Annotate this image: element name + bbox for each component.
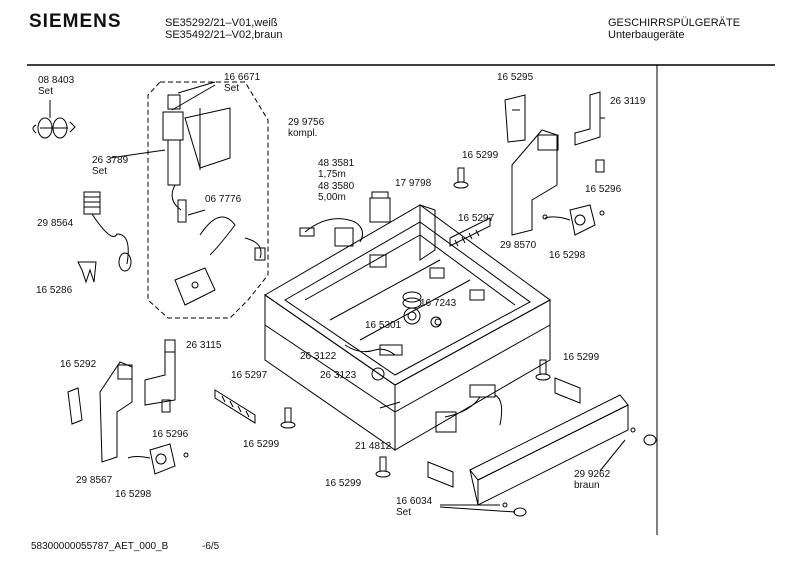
label-26-3119: 26 3119 xyxy=(610,96,646,107)
document-id: 58300000055787_AET_000_B xyxy=(31,541,169,552)
category-line-1: GESCHIRRSPÜLGERÄTE xyxy=(608,17,741,29)
label-16-5297-b: 16 5297 xyxy=(231,370,268,381)
label-29-8567: 29 8567 xyxy=(76,475,113,486)
part-16-5297-a xyxy=(449,217,491,247)
kit-outline xyxy=(147,81,269,319)
model-line-1: SE35292/21–V01,weiß xyxy=(165,17,278,29)
model-line-2: SE35492/21–V02,braun xyxy=(165,29,283,41)
part-connector-b xyxy=(427,461,454,488)
part-29-8564 xyxy=(83,191,132,272)
part-connector-a xyxy=(554,377,581,404)
label-16-5299-d: 16 5299 xyxy=(325,478,362,489)
screw-16-5299-b xyxy=(535,359,551,381)
page-number: -6/5 xyxy=(202,541,220,552)
part-16-7243 xyxy=(402,291,422,309)
label-21-4812: 21 4812 xyxy=(355,441,392,452)
screw-16-5299-d xyxy=(375,456,391,478)
brand-logo: SIEMENS xyxy=(29,11,122,32)
part-16-5286 xyxy=(77,261,97,284)
part-29-8567 xyxy=(99,361,133,463)
label-06-7776: 06 7776 xyxy=(205,194,242,205)
part-16-5298-right xyxy=(542,204,605,236)
label-17-9798: 17 9798 xyxy=(395,178,432,189)
part-16-6034 xyxy=(439,427,657,517)
part-17-9798 xyxy=(369,191,391,223)
part-16-5296-left xyxy=(161,399,171,413)
label-16-5286: 16 5286 xyxy=(36,285,73,296)
part-16-5295 xyxy=(504,94,526,143)
label-26-3115: 26 3115 xyxy=(186,340,222,351)
part-29-8570 xyxy=(511,129,559,236)
label-16-5298-right: 16 5298 xyxy=(549,250,586,261)
label-16-5298-left: 16 5298 xyxy=(115,489,152,500)
part-29-9262 xyxy=(469,394,629,506)
label-29-8570: 29 8570 xyxy=(500,240,537,251)
label-16-5299-b: 16 5299 xyxy=(563,352,600,363)
part-16-5301 xyxy=(434,318,442,326)
part-16-5292 xyxy=(67,387,83,425)
screw-16-5299-c xyxy=(280,407,296,429)
label-16-5297-a: 16 5297 xyxy=(458,213,495,224)
label-16-5299-c: 16 5299 xyxy=(243,439,280,450)
label-16-5296-right: 16 5296 xyxy=(585,184,622,195)
label-26-3123: 26 3123 xyxy=(320,370,357,381)
part-16-5298-left xyxy=(127,443,189,475)
part-16-5296-right xyxy=(595,159,605,173)
category-line-2: Unterbaugeräte xyxy=(608,29,685,41)
part-valve-assembly xyxy=(109,81,266,306)
label-29-8564: 29 8564 xyxy=(37,218,74,229)
part-16-5297-b xyxy=(214,389,256,424)
label-16-5292: 16 5292 xyxy=(60,359,97,370)
part-cable xyxy=(299,218,364,247)
screw-16-5299-a xyxy=(453,167,469,189)
label-16-5299-a: 16 5299 xyxy=(462,150,499,161)
label-16-5295: 16 5295 xyxy=(497,72,534,83)
part-26-3119 xyxy=(574,91,605,146)
label-16-7243: 16 7243 xyxy=(420,298,457,309)
label-26-3122: 26 3122 xyxy=(300,351,337,362)
part-26-3115 xyxy=(144,339,176,406)
label-16-5296-left: 16 5296 xyxy=(152,429,189,440)
part-08-8403 xyxy=(32,100,76,139)
part-wiring-harness xyxy=(435,384,503,433)
label-16-5301: 16 5301 xyxy=(365,320,402,331)
